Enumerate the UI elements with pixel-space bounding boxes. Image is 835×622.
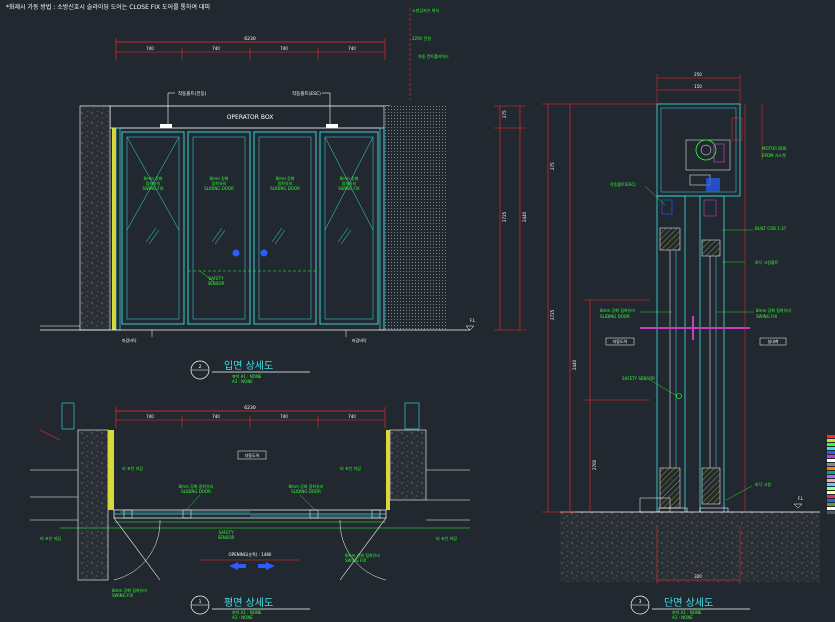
sec-bottom-dim: 320 bbox=[694, 574, 702, 579]
sec-title-no: 3 bbox=[639, 599, 642, 605]
sec-label-10: 바닥 고정 bbox=[755, 481, 771, 487]
elev-panel-2-l2: 접착유리 bbox=[212, 180, 227, 186]
sec-fl: F.L bbox=[798, 496, 804, 501]
elev-sensor-l2: SENSOR bbox=[208, 281, 225, 286]
sec-dim-top-2: 150 bbox=[694, 84, 702, 89]
sec-label-9: SAFETY SENSOR bbox=[622, 376, 655, 381]
plan-left-label: 비 포인 마감 bbox=[122, 465, 143, 471]
sec-label-5: 8mm 강화 접착유리 bbox=[600, 307, 635, 313]
elev-right-callout-3: 자동 컨트롤러박스 bbox=[418, 53, 449, 59]
plan-opening: OPENING(순폭) : 1480 bbox=[229, 551, 272, 557]
sec-label-3: BUILT COB 1:37 bbox=[755, 226, 787, 231]
plan-dim-panel-4: 740 bbox=[348, 414, 356, 419]
sec-side-dim-3: 2440 bbox=[572, 359, 577, 370]
header-note: *화재시 가동 방법 : 소방신호시 슬라이딩 도어는 CLOSE FIX 도어… bbox=[6, 4, 211, 11]
section-view: 250 150 bbox=[542, 72, 820, 620]
sec-label-8: SWING FIX bbox=[756, 314, 778, 319]
elev-dim-panel-2: 740 bbox=[212, 46, 220, 51]
plan-center-box: 자동도어 bbox=[245, 452, 260, 458]
color-palette-strip bbox=[827, 435, 835, 515]
elev-scale-2: A3 : NONE bbox=[232, 379, 253, 384]
sec-left-box: 자동도어 bbox=[613, 338, 628, 344]
plan-title-no: 1 bbox=[199, 599, 202, 605]
elev-panel-1-l2: 접착유리 bbox=[146, 180, 161, 186]
sec-label-2: MOTOR BOX bbox=[762, 146, 787, 151]
sec-right-box: 실내측 bbox=[767, 338, 778, 344]
plan-dim-total: 6230 bbox=[244, 405, 256, 411]
plan-scale-2: A3 : NONE bbox=[232, 615, 253, 620]
plan-dim-panel-3: 740 bbox=[280, 414, 288, 419]
plan-swing-left-l1: 8mm 강화 접착유리 bbox=[112, 587, 147, 593]
elev-bottom-left: 마감바닥 bbox=[122, 337, 137, 343]
elev-scale-1: 축척 A1 : NONE bbox=[232, 373, 262, 379]
elev-right-callout-2: 220V 전원 bbox=[412, 35, 431, 41]
elev-dim-panel-3: 740 bbox=[280, 46, 288, 51]
elev-panel-1-l3: SWING FIX bbox=[142, 186, 164, 191]
plan-label-2-l1: 8mm 강화 접착유리 bbox=[289, 483, 324, 489]
plan-sensor-l2: SENSOR bbox=[218, 535, 235, 540]
sec-label-6: SLIDING DOOR bbox=[600, 314, 630, 319]
elevation-view: 6230 740 740 740 740 작동볼트(전동) 작동볼트(ESC) … bbox=[40, 7, 527, 384]
elev-fl: F.L bbox=[470, 318, 476, 323]
elev-title-no: 2 bbox=[199, 364, 202, 370]
plan-dim-panel-1: 740 bbox=[146, 414, 154, 419]
plan-sensor-l1: SAFETY bbox=[218, 530, 234, 535]
plan-title: 평면 상세도 bbox=[224, 597, 273, 609]
plan-swing-left-l2: SWING FIX bbox=[112, 593, 134, 598]
elev-panel-4-l3: SWING FIX bbox=[338, 186, 360, 191]
elev-side-dim-1: 275 bbox=[502, 110, 507, 118]
sec-side-dim-2: 2725 bbox=[550, 309, 555, 320]
elev-panel-1-l1: 8mm 강화 bbox=[144, 175, 163, 181]
elev-panel-3-l2: 접착유리 bbox=[278, 180, 293, 186]
elev-sensor-l1: SAFETY bbox=[208, 276, 224, 281]
elev-bottom-right: 마감바닥 bbox=[352, 337, 367, 343]
sec-label-7: 8mm 강화 접착유리 bbox=[756, 307, 791, 313]
elev-title: 입면 상세도 bbox=[224, 359, 273, 372]
elev-side-dim-3: 2440 bbox=[522, 211, 527, 222]
elev-panel-4-l1: 8mm 강화 bbox=[340, 175, 359, 181]
plan-edge-right: 비 포인 마감 bbox=[436, 535, 457, 541]
plan-label-1-l2: SLIDING DOOR bbox=[181, 489, 211, 494]
sec-dim-top-1: 250 bbox=[694, 72, 702, 77]
elev-panel-2-l3: SLIDING DOOR bbox=[204, 186, 234, 191]
elev-callout-2: 작동볼트(ESC) bbox=[292, 90, 321, 97]
plan-swing-right-l1: 8mm 강화 접착유리 bbox=[345, 552, 380, 558]
elev-dim-total: 6230 bbox=[244, 36, 256, 42]
sec-scale-1: 축척 A1 : NONE bbox=[672, 609, 702, 615]
plan-label-1-l1: 8mm 강화 접착유리 bbox=[179, 483, 214, 489]
plan-label-2-l2: SLIDING DOOR bbox=[291, 489, 321, 494]
elev-dim-panel-4: 740 bbox=[348, 46, 356, 51]
elev-right-callout-1: 소방감지기 위치 bbox=[412, 7, 439, 13]
plan-swing-right-l2: SWING FIX bbox=[345, 558, 367, 563]
elev-panel-2-l1: 8mm 강화 bbox=[210, 175, 229, 181]
plan-scale-1: 축척 A1 : NONE bbox=[232, 609, 262, 615]
elev-panel-3-l3: SLIDING DOOR bbox=[270, 186, 300, 191]
plan-right-label: 비 포인 마감 bbox=[340, 465, 361, 471]
sec-side-dim-4: 2700 bbox=[592, 459, 597, 470]
elev-dim-panel-1: 740 bbox=[146, 46, 154, 51]
sec-title: 단면 상세도 bbox=[664, 597, 713, 609]
elev-panel-3-l1: 8mm 강화 bbox=[276, 175, 295, 181]
sec-side-dim-1: 275 bbox=[550, 162, 555, 170]
elev-side-dim-2: 2725 bbox=[502, 211, 507, 222]
sec-label-4: EPDM 가스켓 bbox=[762, 152, 786, 158]
plan-dim-panel-2: 740 bbox=[212, 414, 220, 419]
operator-box-label: OPERATOR BOX bbox=[227, 114, 274, 121]
sec-label-1: 작동볼트(ESC) bbox=[610, 181, 636, 187]
plan-edge-left: 비 포인 마감 bbox=[40, 535, 61, 541]
sec-scale-2: A3 : NONE bbox=[672, 615, 693, 620]
elev-callout-1: 작동볼트(전동) bbox=[178, 90, 207, 97]
elev-panel-4-l2: 접착유리 bbox=[342, 180, 357, 186]
plan-view: 6230 740 740 740 740 비 포인 마감 비 포인 마감 자동도… bbox=[30, 402, 470, 620]
svg-text:바닥 고정볼트: 바닥 고정볼트 bbox=[755, 259, 779, 265]
